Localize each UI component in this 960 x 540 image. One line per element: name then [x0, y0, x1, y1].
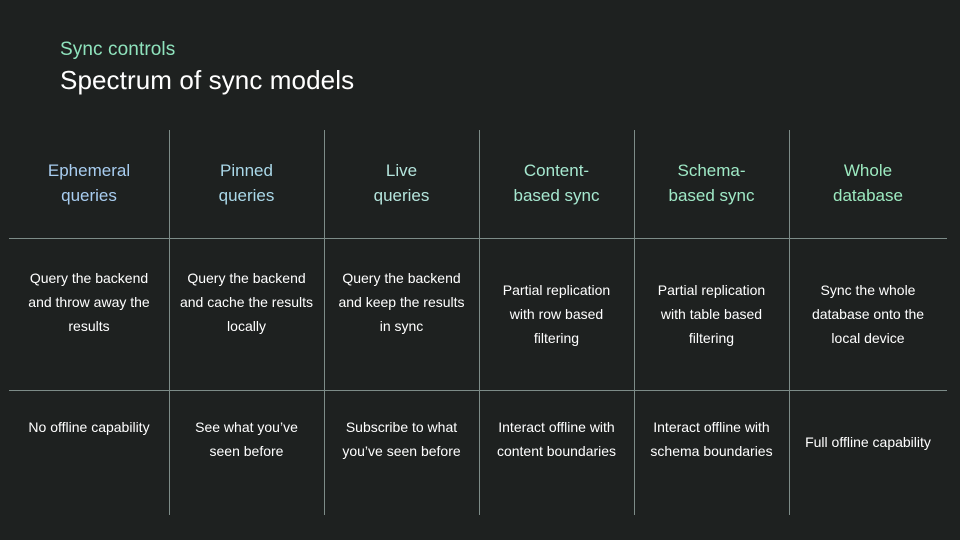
table-description-row: Query the backend and throw away the res… [9, 238, 947, 390]
capability-text: Full offline capability [805, 434, 931, 450]
table-cell-description: Query the backend and keep the results i… [324, 238, 479, 390]
table-cell-description: Query the backend and throw away the res… [9, 238, 169, 390]
column-header-line-2: based sync [668, 186, 755, 205]
column-header-ephemeral-queries: Ephemeral queries [9, 130, 169, 238]
column-header-text: Content- based sync [514, 158, 600, 208]
column-header-text: Ephemeral queries [48, 158, 130, 208]
column-header-line-1: Ephemeral [47, 161, 131, 180]
column-header-text: Live queries [374, 158, 430, 208]
table-cell-description: Query the backend and cache the results … [169, 238, 324, 390]
capability-text: See what you’ve seen before [195, 419, 298, 459]
description-text: Query the backend and keep the results i… [338, 270, 465, 334]
table-cell-capability: Interact offline with content boundaries [479, 390, 634, 515]
capability-text: Subscribe to what you’ve seen before [342, 419, 461, 459]
column-header-text: Pinned queries [219, 158, 275, 208]
slide-eyebrow: Sync controls [60, 39, 176, 60]
column-header-whole-database: Whole database [789, 130, 947, 238]
grid-horizontal-line-1 [9, 238, 947, 239]
column-header-line-1: Content- [523, 161, 590, 180]
table-cell-capability: Subscribe to what you’ve seen before [324, 390, 479, 515]
table-header-row: Ephemeral queries Pinned queries Live qu… [9, 130, 947, 238]
table-cell-description: Partial replication with table based fil… [634, 238, 789, 390]
column-header-line-1: Schema- [677, 161, 746, 180]
grid-vertical-line-3 [479, 130, 480, 515]
column-header-line-2: queries [218, 186, 275, 205]
table-cell-capability: Full offline capability [789, 390, 947, 515]
column-header-line-1: Live [385, 161, 418, 180]
table-cell-capability: Interact offline with schema boundaries [634, 390, 789, 515]
table-capability-row: No offline capability See what you’ve se… [9, 390, 947, 515]
grid-horizontal-line-2 [9, 390, 947, 391]
description-text: Partial replication with table based fil… [657, 282, 766, 346]
table-cell-description: Sync the whole database onto the local d… [789, 238, 947, 390]
capability-text: No offline capability [28, 419, 150, 435]
grid-vertical-line-2 [324, 130, 325, 515]
grid-vertical-line-1 [169, 130, 170, 515]
grid-vertical-line-5 [789, 130, 790, 515]
column-header-line-2: database [833, 186, 903, 205]
column-header-line-1: Whole [843, 161, 893, 180]
column-header-line-2: based sync [513, 186, 600, 205]
description-text: Sync the whole database onto the local d… [811, 282, 925, 346]
column-header-schema-based-sync: Schema- based sync [634, 130, 789, 238]
column-header-content-based-sync: Content- based sync [479, 130, 634, 238]
column-header-pinned-queries: Pinned queries [169, 130, 324, 238]
capability-text: Interact offline with content boundaries [496, 419, 617, 459]
column-header-line-2: queries [373, 186, 430, 205]
column-header-text: Schema- based sync [669, 158, 755, 208]
description-text: Query the backend and throw away the res… [28, 270, 150, 334]
grid-vertical-line-4 [634, 130, 635, 515]
sync-models-table: Ephemeral queries Pinned queries Live qu… [9, 130, 947, 515]
capability-text: Interact offline with schema boundaries [650, 419, 773, 459]
title-block: Sync controls Spectrum of sync models [60, 38, 354, 97]
description-text: Query the backend and cache the results … [179, 270, 314, 334]
description-text: Partial replication with row based filte… [502, 282, 611, 346]
table-cell-capability: See what you’ve seen before [169, 390, 324, 515]
table-cell-capability: No offline capability [9, 390, 169, 515]
page-title: Spectrum of sync models [60, 65, 355, 95]
column-header-live-queries: Live queries [324, 130, 479, 238]
table-cell-description: Partial replication with row based filte… [479, 238, 634, 390]
column-header-line-2: queries [61, 186, 117, 205]
column-header-line-1: Pinned [220, 161, 273, 180]
column-header-text: Whole database [833, 158, 903, 208]
